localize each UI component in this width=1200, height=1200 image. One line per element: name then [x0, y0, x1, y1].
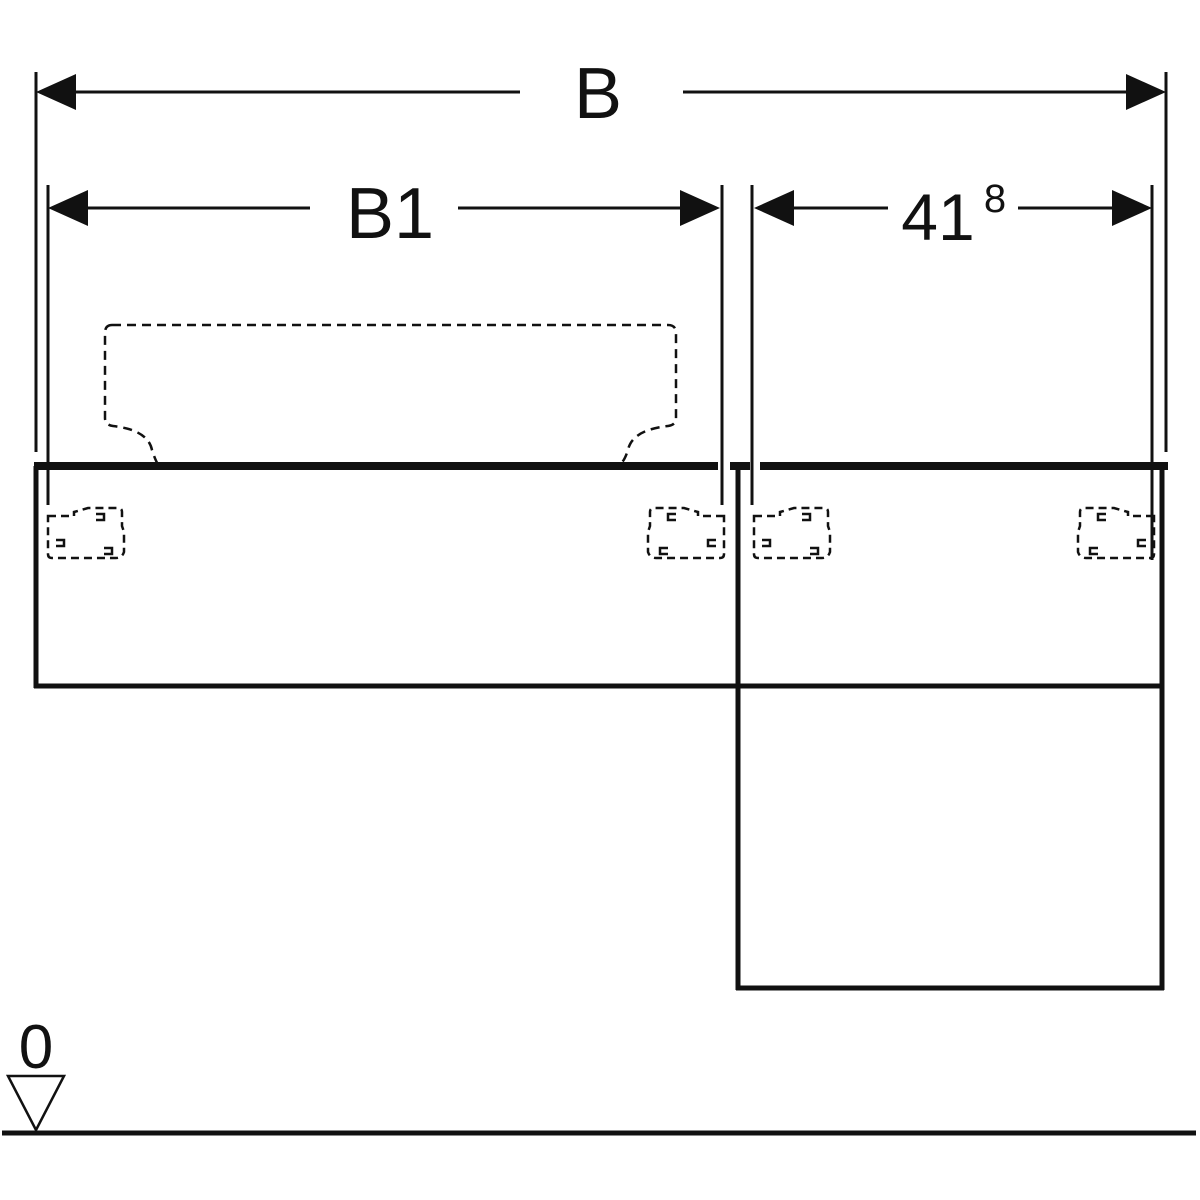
- arrow-left-icon: [36, 74, 76, 110]
- wall-bracket: [1076, 506, 1156, 560]
- arrow-right-icon: [680, 190, 720, 226]
- arrow-left-icon: [754, 190, 794, 226]
- side-cabinet: [735, 466, 1165, 991]
- extension-lines: [34, 72, 1168, 560]
- wall-bracket: [752, 506, 832, 560]
- label-side-width: 41: [901, 180, 974, 254]
- arrow-left-icon: [48, 190, 88, 226]
- label-side-width-superscript: 8: [984, 177, 1006, 221]
- floor-level-triangle-icon: [5, 1074, 67, 1133]
- bracket-slots: [56, 512, 1146, 556]
- wall-bracket: [46, 506, 126, 560]
- basin-cabinet: [33, 466, 740, 689]
- label-B1: B1: [346, 174, 434, 254]
- dimension-line-B: [36, 74, 1166, 110]
- basin-outline: [103, 323, 678, 466]
- dimension-line-B1: [48, 190, 720, 226]
- wall-bracket: [646, 506, 726, 560]
- floor-level-label: 0: [19, 1013, 53, 1082]
- arrow-right-icon: [1112, 190, 1152, 226]
- arrow-right-icon: [1126, 74, 1166, 110]
- label-B: B: [574, 54, 622, 134]
- dimension-line-side: [754, 190, 1152, 226]
